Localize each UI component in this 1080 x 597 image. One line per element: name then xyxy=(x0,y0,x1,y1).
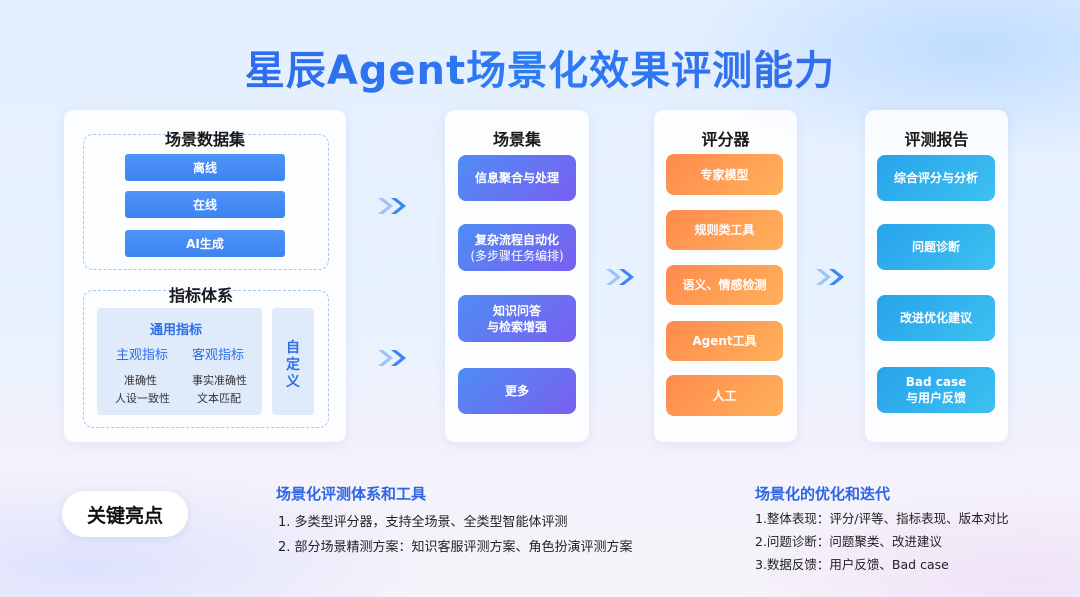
double-chevron-right-icon xyxy=(378,350,406,366)
scenario-title: 场景集 xyxy=(492,130,541,149)
scenario-card-more[interactable]: 更多 xyxy=(458,368,576,414)
scorer-card-agent-tools[interactable]: Agent工具 xyxy=(666,321,783,361)
report-card-sublabel: 与用户反馈 xyxy=(905,391,966,405)
scenario-card-label: 信息聚合与处理 xyxy=(474,171,559,185)
objective-item-fact: 事实准确性 xyxy=(192,374,247,387)
scorer-panel: 评分器 专家模型 规则类工具 语义、情感检测 Agent工具 人工 xyxy=(654,110,797,442)
report-card-badcase[interactable]: Bad case 与用户反馈 xyxy=(877,367,995,413)
scenario-card-sublabel: 与检索增强 xyxy=(486,319,547,334)
scorer-card-semantic-sentiment[interactable]: 语义、情感检测 xyxy=(666,265,783,305)
highlights-right-line: 1.整体表现：评分/评等、指标表现、版本对比 xyxy=(755,511,1009,526)
data-metric-panel: 场景数据集 离线 在线 AI生成 指标体系 通用指标 主观指标 客观指标 准确性… xyxy=(64,110,346,442)
scenario-card-label: 知识问答 xyxy=(492,303,541,318)
objective-item-text-match: 文本匹配 xyxy=(197,392,241,405)
dataset-item-ai-generated[interactable]: AI生成 xyxy=(125,230,285,257)
report-card-label: 改进优化建议 xyxy=(899,311,972,325)
dataset-item-online[interactable]: 在线 xyxy=(125,191,285,218)
scorer-card-manual[interactable]: 人工 xyxy=(666,375,783,416)
highlights-left-title: 场景化评测体系和工具 xyxy=(276,485,427,503)
highlights-left-line: 2. 部分场景精测方案：知识客服评测方案、角色扮演评测方案 xyxy=(278,540,633,555)
subjective-item-accuracy: 准确性 xyxy=(124,374,157,387)
subjective-item-persona: 人设一致性 xyxy=(115,392,170,405)
scenario-card-knowledge-qa[interactable]: 知识问答 与检索增强 xyxy=(458,295,576,342)
custom-metric-panel xyxy=(272,308,314,415)
report-card-label: 综合评分与分析 xyxy=(893,171,978,185)
report-panel: 评测报告 综合评分与分析 问题诊断 改进优化建议 Bad case 与用户反馈 xyxy=(865,110,1008,442)
general-metric-title: 通用指标 xyxy=(150,323,203,338)
report-card-diagnosis[interactable]: 问题诊断 xyxy=(877,224,995,270)
subjective-metric-label: 主观指标 xyxy=(116,348,169,363)
scenario-card-workflow-automation[interactable]: 复杂流程自动化 (多步骤任务编排) xyxy=(458,224,576,271)
objective-metric-label: 客观指标 xyxy=(192,348,245,363)
scenario-card-info-aggregation[interactable]: 信息聚合与处理 xyxy=(458,155,576,201)
double-chevron-right-icon xyxy=(816,269,844,285)
scorer-card-rule-tools[interactable]: 规则类工具 xyxy=(666,210,783,250)
report-card-improvement[interactable]: 改进优化建议 xyxy=(877,295,995,341)
scenario-card-label: 复杂流程自动化 xyxy=(474,232,559,247)
dataset-title: 场景数据集 xyxy=(164,130,245,149)
scenario-card-sublabel: (多步骤任务编排) xyxy=(470,248,564,263)
page-title: 星辰Agent场景化效果评测能力 xyxy=(0,38,1080,96)
highlights-right-title: 场景化的优化和迭代 xyxy=(755,485,891,503)
scorer-title: 评分器 xyxy=(701,130,750,149)
general-metric-panel xyxy=(97,308,262,415)
scenario-panel: 场景集 信息聚合与处理 复杂流程自动化 (多步骤任务编排) 知识问答 与检索增强… xyxy=(445,110,589,442)
double-chevron-right-icon xyxy=(378,198,406,214)
double-chevron-right-icon xyxy=(606,269,634,285)
report-card-label: Bad case xyxy=(905,375,967,389)
metric-title: 指标体系 xyxy=(168,286,233,305)
report-card-overall-score[interactable]: 综合评分与分析 xyxy=(877,155,995,201)
highlights-right-line: 2.问题诊断：问题聚类、改进建议 xyxy=(755,534,942,549)
scorer-card-expert-model[interactable]: 专家模型 xyxy=(666,154,783,195)
key-highlights-pill: 关键亮点 xyxy=(62,491,188,537)
highlights-right-line: 3.数据反馈：用户反馈、Bad case xyxy=(755,557,949,572)
metric-box xyxy=(83,290,329,428)
scenario-card-label: 更多 xyxy=(504,384,529,398)
dataset-box xyxy=(83,134,329,270)
highlights-left-line: 1. 多类型评分器，支持全场景、全类型智能体评测 xyxy=(278,515,568,530)
dataset-item-offline[interactable]: 离线 xyxy=(125,154,285,181)
report-card-label: 问题诊断 xyxy=(911,240,960,254)
custom-metric-label: 自定义 xyxy=(286,340,300,390)
report-title: 评测报告 xyxy=(904,130,969,149)
